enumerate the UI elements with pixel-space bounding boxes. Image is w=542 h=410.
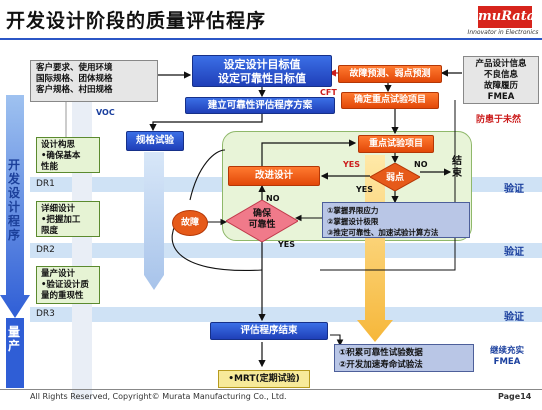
- stage-line: •把握加工: [41, 215, 81, 225]
- enrich-fmea-label: 继续充实 FMEA: [490, 346, 524, 368]
- key-test-box: 确定重点试验项目: [341, 92, 439, 109]
- info-line: 故障履历: [483, 81, 518, 91]
- stage-line: 详细设计: [41, 204, 76, 214]
- key-items-box: 重点试验项目: [358, 135, 434, 153]
- info-line: 不良信息: [483, 70, 518, 80]
- stage-design-concept: 设计构思 •确保基本 性能: [36, 137, 100, 173]
- end-label: 结束: [452, 156, 462, 179]
- info-line: 产品设计信息: [475, 59, 527, 69]
- no-label-2: NO: [266, 194, 280, 203]
- process-down-arrow: [0, 95, 30, 318]
- stage-line: •验证设计质: [41, 280, 89, 290]
- failure-node: 故障: [172, 210, 208, 236]
- stage-line: 限度: [41, 226, 59, 236]
- methods-line: ①掌握界限应力: [327, 206, 379, 215]
- target-line: 设定设计目标值: [223, 58, 301, 71]
- accum-line: ②开发加速寿命试验法: [339, 360, 423, 370]
- reliability-label: 确保 可靠性: [226, 209, 298, 231]
- voc-label: VOC: [96, 108, 115, 117]
- accum-line: ①积累可靠性试验数据: [339, 348, 423, 358]
- reliability-decision: 确保 可靠性: [225, 199, 299, 243]
- enrich-line: 继续充实: [490, 346, 525, 356]
- mrt-box: •MRT(定期试验): [218, 370, 310, 388]
- requirements-line: 客户规格、村田规格: [36, 85, 113, 95]
- requirements-line: 客户要求、使用环境: [36, 63, 113, 73]
- murata-logo: muRata: [478, 6, 535, 28]
- no-label-1: NO: [414, 160, 428, 169]
- dr3-label: DR3: [36, 309, 55, 319]
- target-line: 设定可靠性目标值: [218, 72, 306, 85]
- yes-label-2: YES: [356, 185, 374, 194]
- requirements-box: 客户要求、使用环境 国际规格、团体规格 客户规格、村田规格: [30, 60, 158, 102]
- header-divider: [0, 38, 542, 40]
- copyright-footer: All Rights Reserved, Copyright© Murata M…: [30, 392, 287, 401]
- eval-end-box: 评估程序结束: [210, 322, 328, 340]
- cft-label: CFT: [320, 88, 337, 97]
- mass-production-label: 量产: [7, 325, 20, 353]
- verify-label-3: 验证: [504, 312, 524, 323]
- info-line: FMEA: [487, 92, 515, 102]
- reliability-line: 确保: [252, 209, 271, 219]
- orange-down-arrow: [357, 155, 393, 342]
- enrich-line: FMEA: [493, 357, 521, 367]
- methods-box: ①掌握界限应力 ②掌握设计极限 ③推定可靠性、加速试验计算方法: [322, 202, 470, 238]
- stage-mass-production-design: 量产设计 •验证设计质 量的重现性: [36, 266, 100, 304]
- target-box: 设定设计目标值 设定可靠性目标值: [192, 55, 332, 87]
- spec-test-column: [144, 152, 164, 290]
- improve-design-box: 改进设计: [228, 166, 320, 186]
- page-number: Page14: [498, 392, 532, 401]
- info-box: 产品设计信息 不良信息 故障履历 FMEA: [463, 56, 539, 104]
- logo-tagline: Innovator in Electronics: [467, 29, 539, 36]
- stage-line: •确保基本: [41, 151, 81, 161]
- dr3-band: [30, 307, 542, 322]
- weakness-label: 弱点: [385, 173, 404, 183]
- footer-divider: [0, 389, 542, 390]
- prevent-label: 防患于未然: [476, 115, 522, 125]
- yes-label-1: YES: [343, 160, 361, 169]
- spec-test-box: 规格试验: [126, 131, 184, 151]
- stage-line: 量的重现性: [41, 291, 84, 301]
- plan-box: 建立可靠性评估程序方案: [185, 97, 335, 114]
- stage-detail-design: 详细设计 •把握加工 限度: [36, 201, 100, 237]
- forecast-box: 故障预测、弱点预测: [338, 65, 442, 83]
- dr1-label: DR1: [36, 179, 55, 189]
- stage-line: 设计构思: [41, 140, 76, 150]
- dev-process-label: 开发设计程序: [7, 158, 20, 242]
- verify-label-1: 验证: [504, 184, 524, 195]
- stage-column: [72, 98, 92, 400]
- massprod-bar: [6, 318, 24, 388]
- methods-line: ②掌握设计极限: [327, 217, 379, 226]
- yes-label-3: YES: [278, 240, 296, 249]
- verify-label-2: 验证: [504, 247, 524, 258]
- dr2-label: DR2: [36, 245, 55, 255]
- accum-box: ①积累可靠性试验数据 ②开发加速寿命试验法: [334, 344, 474, 372]
- page-title: 开发设计阶段的质量评估程序: [6, 10, 267, 32]
- requirements-line: 国际规格、团体规格: [36, 74, 113, 84]
- stage-line: 性能: [41, 162, 59, 172]
- stage-line: 量产设计: [41, 269, 76, 279]
- reliability-line: 可靠性: [248, 220, 276, 230]
- weakness-decision: 弱点: [368, 162, 422, 192]
- methods-line: ③推定可靠性、加速试验计算方法: [327, 228, 439, 237]
